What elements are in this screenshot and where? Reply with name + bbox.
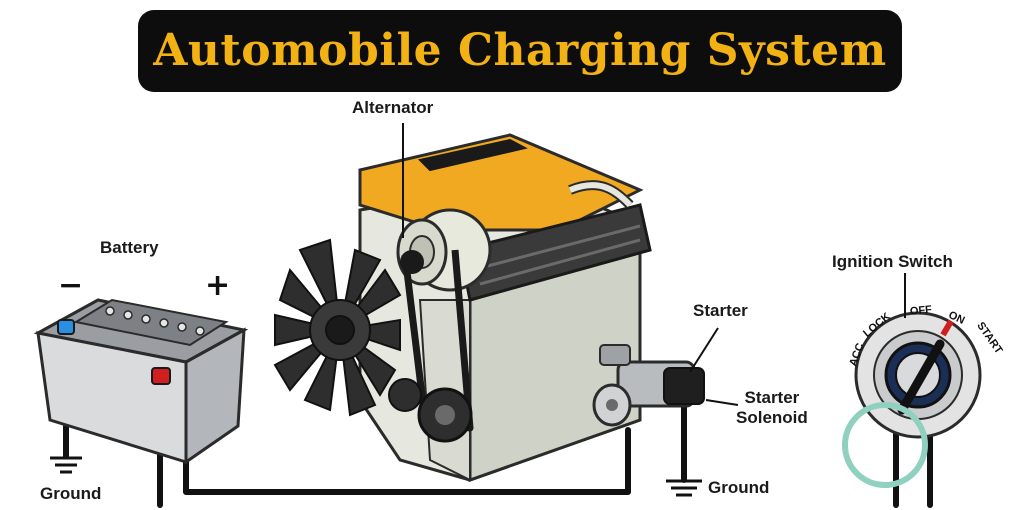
label-starter-solenoid: Starter Solenoid <box>736 388 808 427</box>
battery <box>33 298 249 465</box>
starter-solenoid-body <box>663 367 705 405</box>
label-ignition-switch: Ignition Switch <box>832 252 953 271</box>
label-minus: − <box>58 268 84 303</box>
title-banner: Automobile Charging System <box>138 10 902 92</box>
label-ground-left: Ground <box>40 484 102 503</box>
label-battery: Battery <box>100 238 159 257</box>
label-ground-right: Ground <box>708 478 770 497</box>
drive-belt <box>388 249 474 443</box>
ground-symbol-left <box>50 456 82 474</box>
label-alternator: Alternator <box>352 98 434 117</box>
leader-lines <box>402 123 906 406</box>
ignition-key <box>897 339 945 415</box>
on-marker <box>940 319 954 337</box>
position-start: START <box>974 320 1005 356</box>
label-plus: + <box>205 268 231 303</box>
label-starter: Starter <box>693 301 748 320</box>
diagram-title: Automobile Charging System <box>153 25 887 76</box>
starter-motor <box>592 344 705 427</box>
ignition-switch: ACC LOCK OFF ON START <box>842 304 1005 488</box>
positive-terminal <box>151 367 171 385</box>
battery-cell-caps <box>105 306 205 336</box>
key-ring <box>842 402 928 488</box>
cooling-fan <box>273 238 402 417</box>
alternator <box>396 208 492 292</box>
negative-terminal <box>57 319 75 335</box>
ground-symbol-right <box>666 479 702 497</box>
position-off: OFF <box>909 304 932 318</box>
